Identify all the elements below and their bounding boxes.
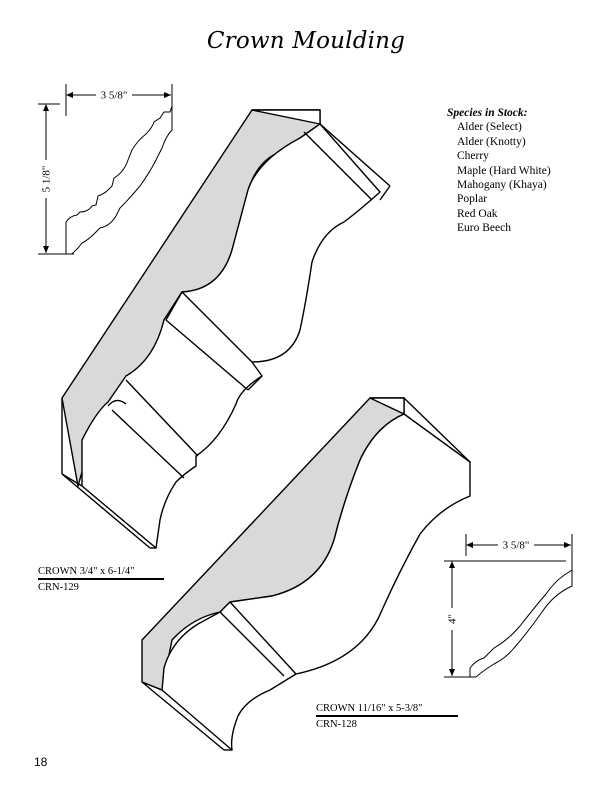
crn129-moulding-3d: [61, 109, 391, 549]
species-item: Maple (Hard White): [457, 164, 551, 177]
species-item: Alder (Knotty): [457, 135, 526, 148]
crn128-moulding-3d: [141, 397, 471, 751]
crn129-caption: CROWN 3/4" x 6-1/4" CRN-129: [38, 566, 164, 593]
crn128-name-size: CROWN 11/16" x 5-3/8": [316, 703, 423, 714]
crn129-height-label: 5 1/8": [41, 166, 53, 193]
page-title: Crown Moulding: [206, 28, 406, 54]
crn128-dimensions: 3 5/8" 4": [446, 539, 571, 676]
species-item: Cherry: [457, 150, 489, 163]
crn128-profile-drawing: [444, 534, 573, 678]
crn129-code: CRN-129: [38, 582, 79, 593]
crn128-width-label: 3 5/8": [503, 540, 530, 552]
page-number: 18: [34, 755, 48, 769]
crn129-dimensions: 3 5/8" 5 1/8": [40, 89, 171, 253]
species-item: Euro Beech: [457, 222, 511, 235]
crn129-name-size: CROWN 3/4" x 6-1/4": [38, 566, 135, 577]
crn128-code: CRN-128: [316, 719, 357, 730]
species-item: Mahogany (Khaya): [457, 179, 547, 192]
species-item: Red Oak: [457, 207, 498, 220]
crn129-profile-drawing: [38, 84, 173, 255]
crn128-caption-rule: [316, 715, 458, 717]
crn129-width-label: 3 5/8": [101, 90, 128, 102]
crn128-caption: CROWN 11/16" x 5-3/8" CRN-128: [316, 703, 458, 730]
species-item: Alder (Select): [457, 121, 522, 134]
species-heading: Species in Stock:: [447, 107, 528, 119]
crn129-caption-rule: [38, 578, 164, 580]
species-list: Species in Stock: Alder (Select) Alder (…: [447, 106, 551, 236]
species-item: Poplar: [457, 193, 488, 206]
crn128-height-label: 4": [447, 614, 459, 624]
